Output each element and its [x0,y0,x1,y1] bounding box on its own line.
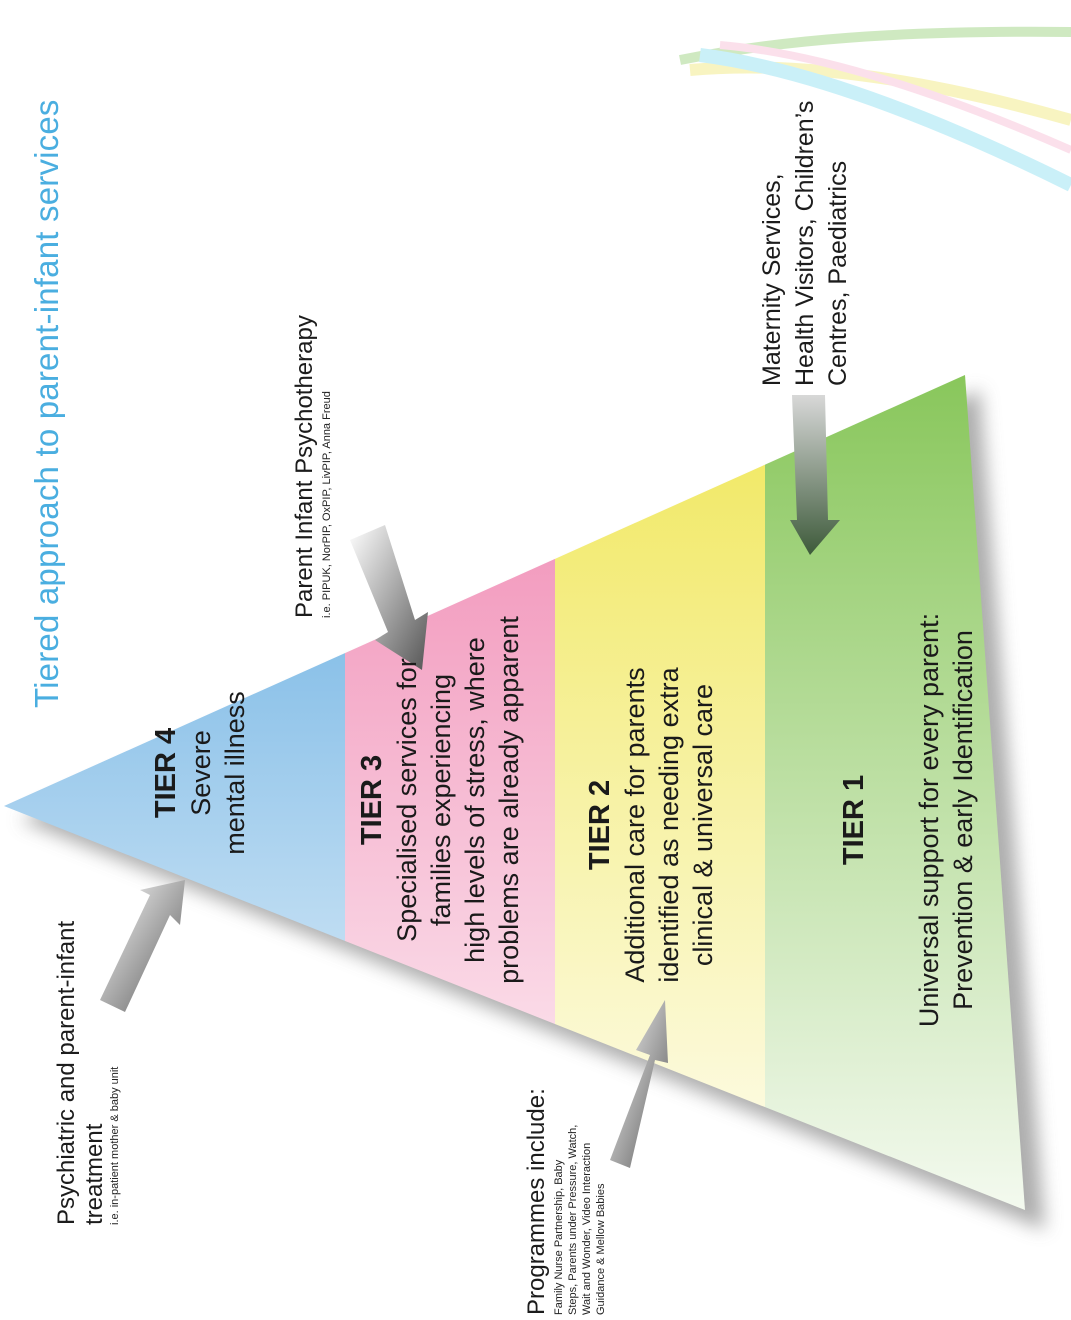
tier4-title: TIER 4 [150,727,182,819]
tier2-line1: Additional care for parents [620,667,650,983]
programmes-sub-line1: Family Nurse Partnership, Baby [553,1159,565,1315]
maternity-label: Maternity Services, Health Visitors, Chi… [756,101,855,386]
tier2-label: TIER 2 Additional care for parents ident… [582,605,720,1045]
tier4-line1: Severe [186,730,216,816]
arrow-psychiatric-icon [100,880,185,1012]
programmes-sub-line4: Guidance & Mellow Babies [595,1183,607,1315]
tier3-line3: high levels of stress, where [460,637,490,963]
tier2-line3: clinical & universal care [688,683,718,967]
maternity-line3: Centres, Paediatrics [824,160,852,386]
tier1-line1: Universal support for every parent: [914,612,944,1028]
psychiatric-sub: i.e. in-patient mother & baby unit [109,1066,121,1225]
maternity-line2: Health Visitors, Children’s [791,100,819,386]
psychiatric-main-line1: Psychiatric and parent-infant [53,920,80,1225]
pip-main: Parent Infant Psychotherapy [291,315,318,618]
psychiatric-main-line2: treatment [81,1123,108,1225]
tier3-title: TIER 3 [356,754,388,846]
tier2-line2: identified as needing extra [654,667,684,983]
arrow-maternity-icon [790,395,840,555]
pip-label: Parent Infant Psychotherapy i.e. PIPUK, … [290,315,334,618]
arrow-programmes-icon [610,1000,668,1168]
tier4-line2: mental illness [220,691,250,855]
tier3-label: TIER 3 Specialised services for families… [354,600,526,1000]
page-title: Tiered approach to parent-infant service… [28,99,65,708]
psychiatric-label: Psychiatric and parent-infant treatment … [52,921,122,1225]
maternity-line1: Maternity Services, [758,173,786,386]
tier1-title: TIER 1 [838,774,870,866]
tier4-label: TIER 4 Severe mental illness [148,678,252,868]
pip-sub: i.e. PIPUK, NorPIP, OxPIP, LivPIP, Anna … [321,391,333,618]
programmes-main: Programmes include: [523,1088,550,1315]
decorative-ribbons [679,26,1071,192]
programmes-sub-line2: Steps, Parents under Pressure, Watch, [567,1124,579,1315]
tier1-line2: Prevention & early Identification [948,630,978,1010]
tier3-line1: Specialised services for [392,658,422,942]
programmes-label: Programmes include: Family Nurse Partner… [522,1088,608,1315]
arrow-pip-icon [350,525,428,670]
tier2-title: TIER 2 [584,779,616,871]
programmes-sub-line3: Wait and Wonder, Video Interaction [581,1142,593,1315]
tier3-line4: problems are already apparent [494,616,524,984]
tier1-label: TIER 1 Universal support for every paren… [836,580,980,1060]
tier3-line2: families experiencing [426,673,456,927]
